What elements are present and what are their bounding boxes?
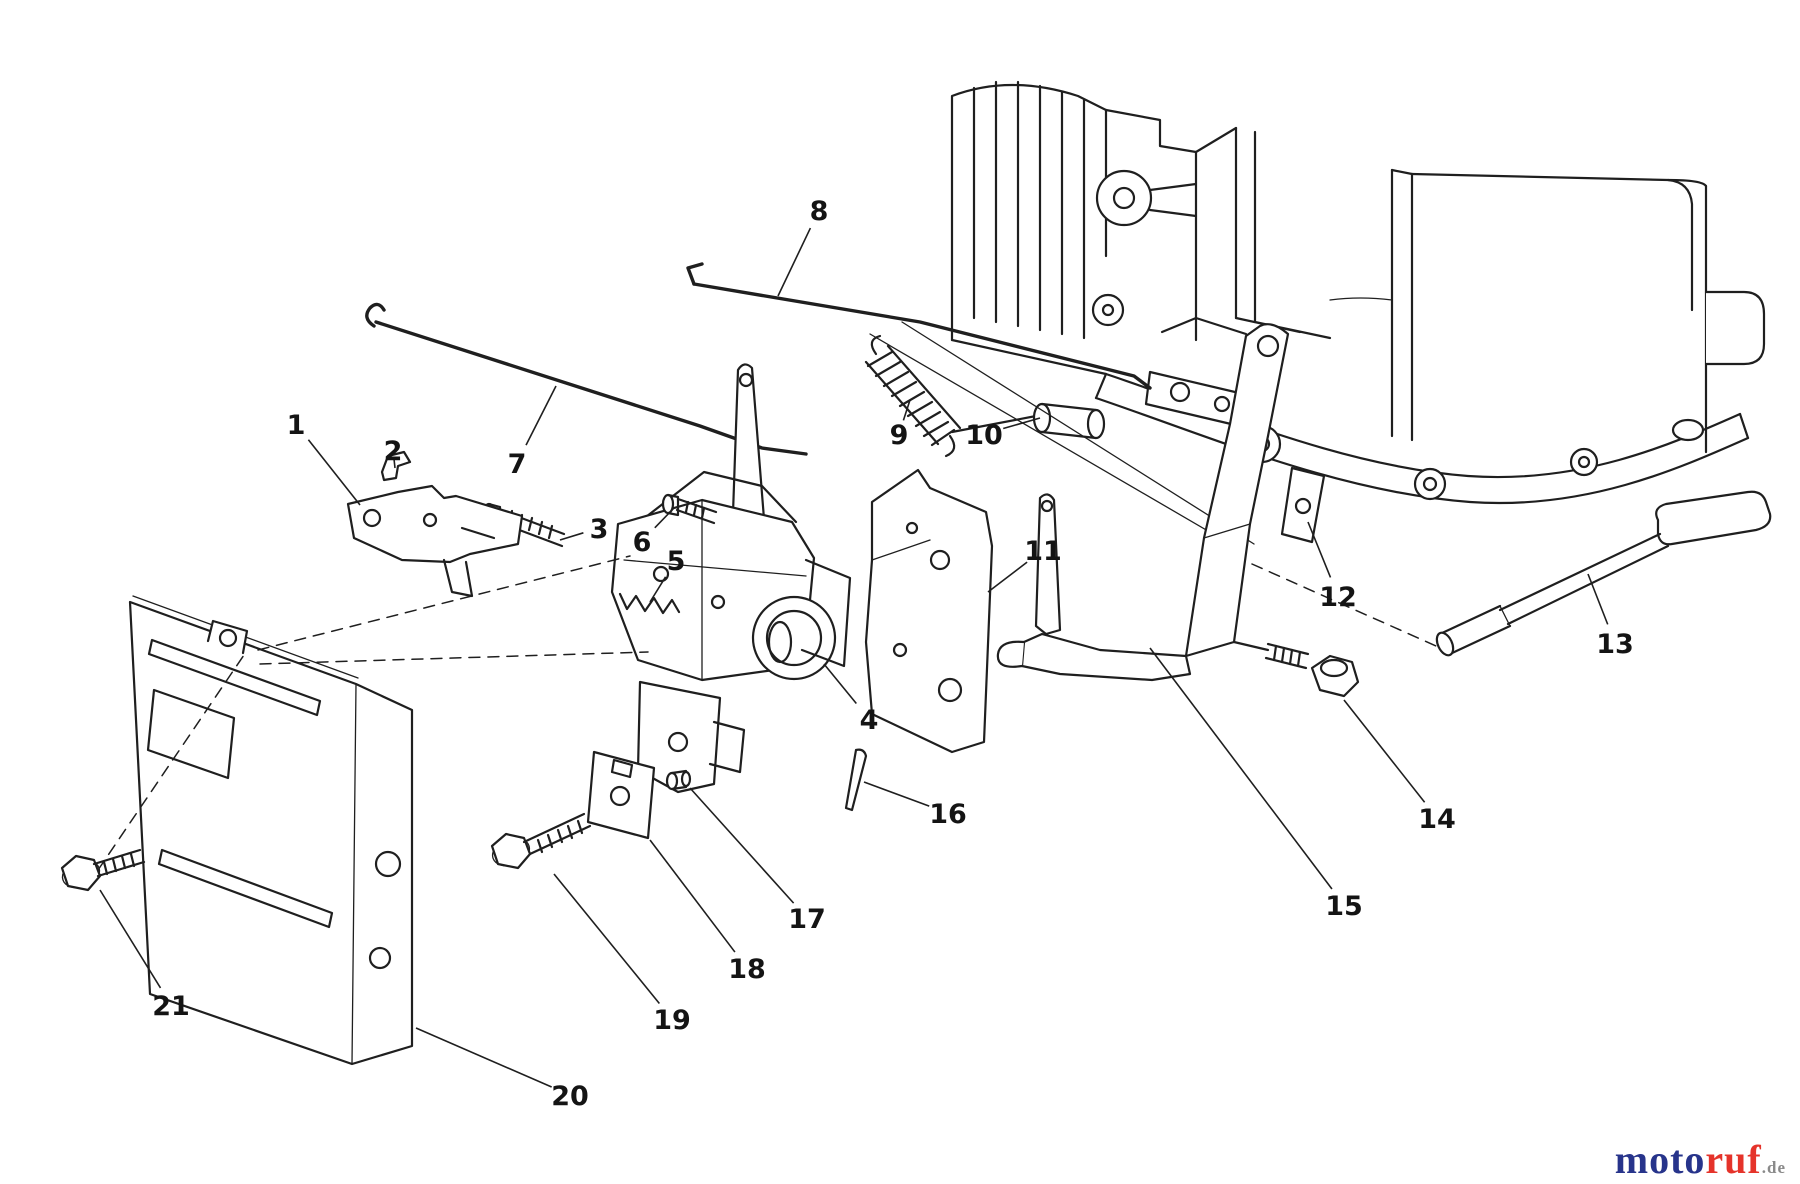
throttle-lever-drawing — [1435, 490, 1772, 657]
callout-leader-14 — [1343, 699, 1426, 803]
callout-leader-16 — [863, 781, 930, 807]
logo-tld-text: .de — [1761, 1158, 1786, 1177]
part-number-20: 20 — [551, 1081, 589, 1112]
part-number-16: 16 — [929, 799, 967, 830]
part-number-1: 1 — [287, 410, 306, 441]
watermark-logo: motoruf.de — [1615, 1140, 1786, 1180]
engine-crankcase-drawing — [950, 80, 1766, 505]
callout-leader-17 — [689, 787, 795, 904]
callout-leader-18 — [649, 839, 736, 953]
callout-leader-12 — [1307, 521, 1332, 578]
callout-leader-6 — [654, 507, 675, 529]
callout-leader-20 — [415, 1027, 552, 1088]
part-number-15: 15 — [1325, 891, 1363, 922]
callout-leader-11 — [987, 561, 1028, 593]
callout-leader-15 — [1149, 647, 1333, 890]
governor-spring-drawing — [864, 334, 962, 458]
part-number-11: 11 — [1024, 536, 1062, 567]
logo-moto-text: moto — [1614, 1137, 1706, 1182]
callout-leader-9 — [902, 399, 911, 421]
callout-leader-3 — [559, 532, 584, 541]
part-number-5: 5 — [667, 546, 686, 577]
plate-18-drawing — [586, 750, 656, 840]
part-number-9: 9 — [890, 420, 909, 451]
callout-leader-1 — [307, 439, 361, 506]
control-bracket-assembly-drawing — [481, 363, 868, 812]
governor-link-drawing — [869, 321, 1255, 553]
part-number-19: 19 — [653, 1005, 691, 1036]
part-number-18: 18 — [728, 954, 766, 985]
clip-2-drawing — [380, 450, 412, 482]
part-number-8: 8 — [810, 196, 829, 227]
part-number-6: 6 — [633, 527, 652, 558]
governor-lever-bracket-drawing — [996, 316, 1360, 698]
part-number-4: 4 — [860, 705, 879, 736]
part-number-21: 21 — [152, 991, 190, 1022]
callout-leader-7 — [525, 385, 557, 446]
callout-leader-10 — [1003, 417, 1041, 430]
callout-leader-8 — [777, 227, 812, 297]
control-bracket-1-drawing — [346, 484, 524, 598]
throttle-rod-drawing — [365, 302, 808, 456]
callout-leader-5 — [649, 576, 667, 603]
callout-leader-2 — [393, 457, 396, 469]
callout-leader-4 — [823, 663, 857, 705]
alignment-lines — [97, 555, 1437, 871]
part-number-14: 14 — [1418, 804, 1456, 835]
part-number-3: 3 — [590, 514, 609, 545]
callout-leader-19 — [553, 873, 660, 1004]
part-number-12: 12 — [1319, 582, 1357, 613]
part-number-17: 17 — [788, 904, 826, 935]
mounting-plate-drawing — [864, 468, 994, 754]
bolt-21-drawing — [60, 848, 146, 892]
bolt-19-drawing — [490, 812, 592, 870]
callout-leader-13 — [1587, 573, 1609, 625]
callout-leader-21 — [99, 889, 162, 989]
part-number-13: 13 — [1596, 629, 1634, 660]
logo-ruf-text: ruf — [1705, 1137, 1762, 1182]
cover-plate-drawing — [128, 595, 414, 1066]
governor-rod-drawing — [686, 262, 1152, 390]
part-number-7: 7 — [508, 449, 527, 480]
part-number-10: 10 — [965, 420, 1003, 451]
part-number-2: 2 — [384, 436, 403, 467]
